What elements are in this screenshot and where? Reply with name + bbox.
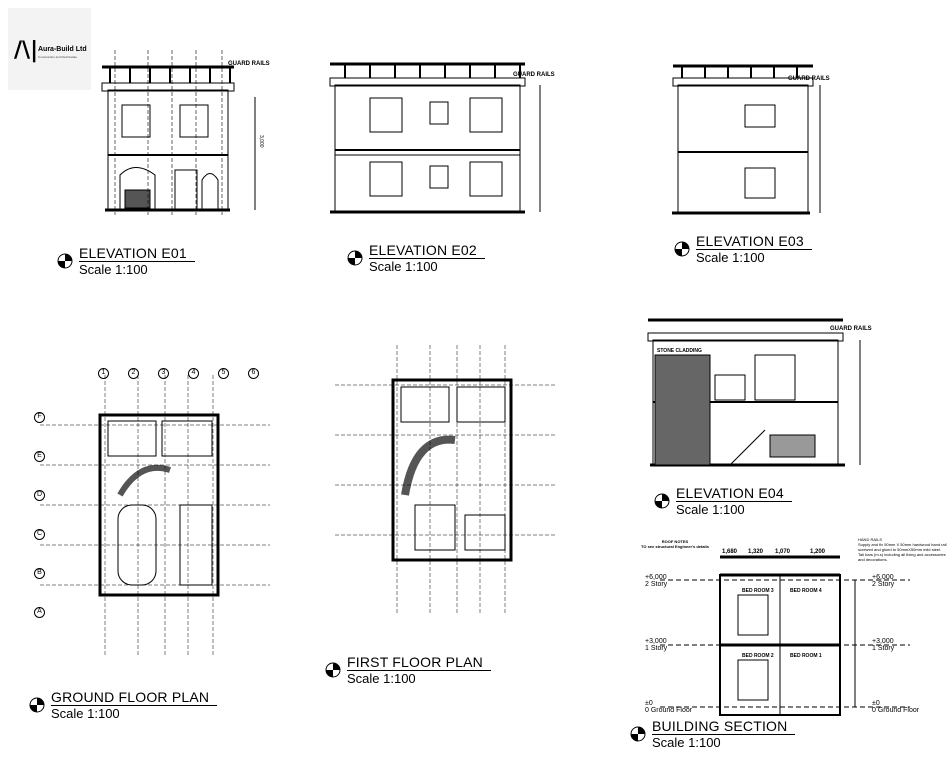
elevation-e02-drawing: GUARD RAILS: [329, 62, 555, 214]
dimension-span-2: 1,320: [748, 549, 764, 555]
grid-bubble: B: [34, 568, 45, 579]
guard-rails-label: GUARD RAILS: [228, 61, 270, 67]
dimension-span-1: 1,680: [722, 549, 738, 555]
ground-floor-plan-drawing: [40, 375, 270, 655]
dimension-span-4: 1,200: [810, 549, 826, 555]
bedroom-2-label: BED ROOM 2: [742, 653, 774, 659]
section-marker-icon: [630, 726, 646, 742]
grid-bubble: 4: [188, 368, 199, 379]
first-floor-plan-drawing: [335, 345, 555, 615]
guard-rails-label: GUARD RAILS: [788, 76, 830, 82]
grid-bubble: A: [34, 607, 45, 618]
height-dimension: 3,000: [258, 135, 264, 148]
logo-tagline: Construction and Real Estate: [38, 55, 78, 59]
bedroom-1-label: BED ROOM 1: [790, 653, 822, 659]
stone-cladding-label: STONE CLADDING: [657, 348, 702, 354]
section-marker-icon: [654, 493, 670, 509]
logo-mark-icon: /\|: [14, 38, 39, 63]
section-marker-icon: [347, 250, 363, 266]
logo-company-name: Aura-Build Ltd: [38, 46, 87, 53]
section-marker-icon: [325, 662, 341, 678]
grid-bubble: 2: [128, 368, 139, 379]
section-marker-icon: [29, 697, 45, 713]
section-marker-icon: [674, 241, 690, 257]
section-marker-icon: [57, 253, 73, 269]
bedroom-3-label: BED ROOM 3: [742, 588, 774, 594]
grid-bubble: 6: [248, 368, 259, 379]
grid-bubble: 1: [98, 368, 109, 379]
grid-bubble: F: [34, 412, 45, 423]
dimension-span-3: 1,070: [775, 549, 791, 555]
grid-bubble: 3: [158, 368, 169, 379]
grid-numbers-row: 1 2 3 4 5 6: [98, 368, 259, 379]
guard-rails-label: GUARD RAILS: [830, 326, 872, 332]
company-logo: /\| Aura-Build Ltd Construction and Real…: [8, 8, 91, 90]
elevation-e01-drawing: GUARD RAILS 3,000: [101, 50, 270, 215]
guard-rails-label: GUARD RAILS: [513, 72, 555, 78]
grid-bubble: E: [34, 451, 45, 462]
elevation-e04-drawing: STONE CLADDING GUARD RAILS: [647, 318, 872, 467]
grid-letters-column: A B C D E F: [34, 412, 45, 618]
grid-bubble: D: [34, 490, 45, 501]
grid-bubble: C: [34, 529, 45, 540]
building-section-drawing: BED ROOM 3 BED ROOM 4 BED ROOM 2 BED ROO…: [660, 549, 910, 716]
elevation-e03-drawing: GUARD RAILS: [672, 64, 830, 215]
grid-bubble: 5: [218, 368, 229, 379]
bedroom-4-label: BED ROOM 4: [790, 588, 822, 594]
